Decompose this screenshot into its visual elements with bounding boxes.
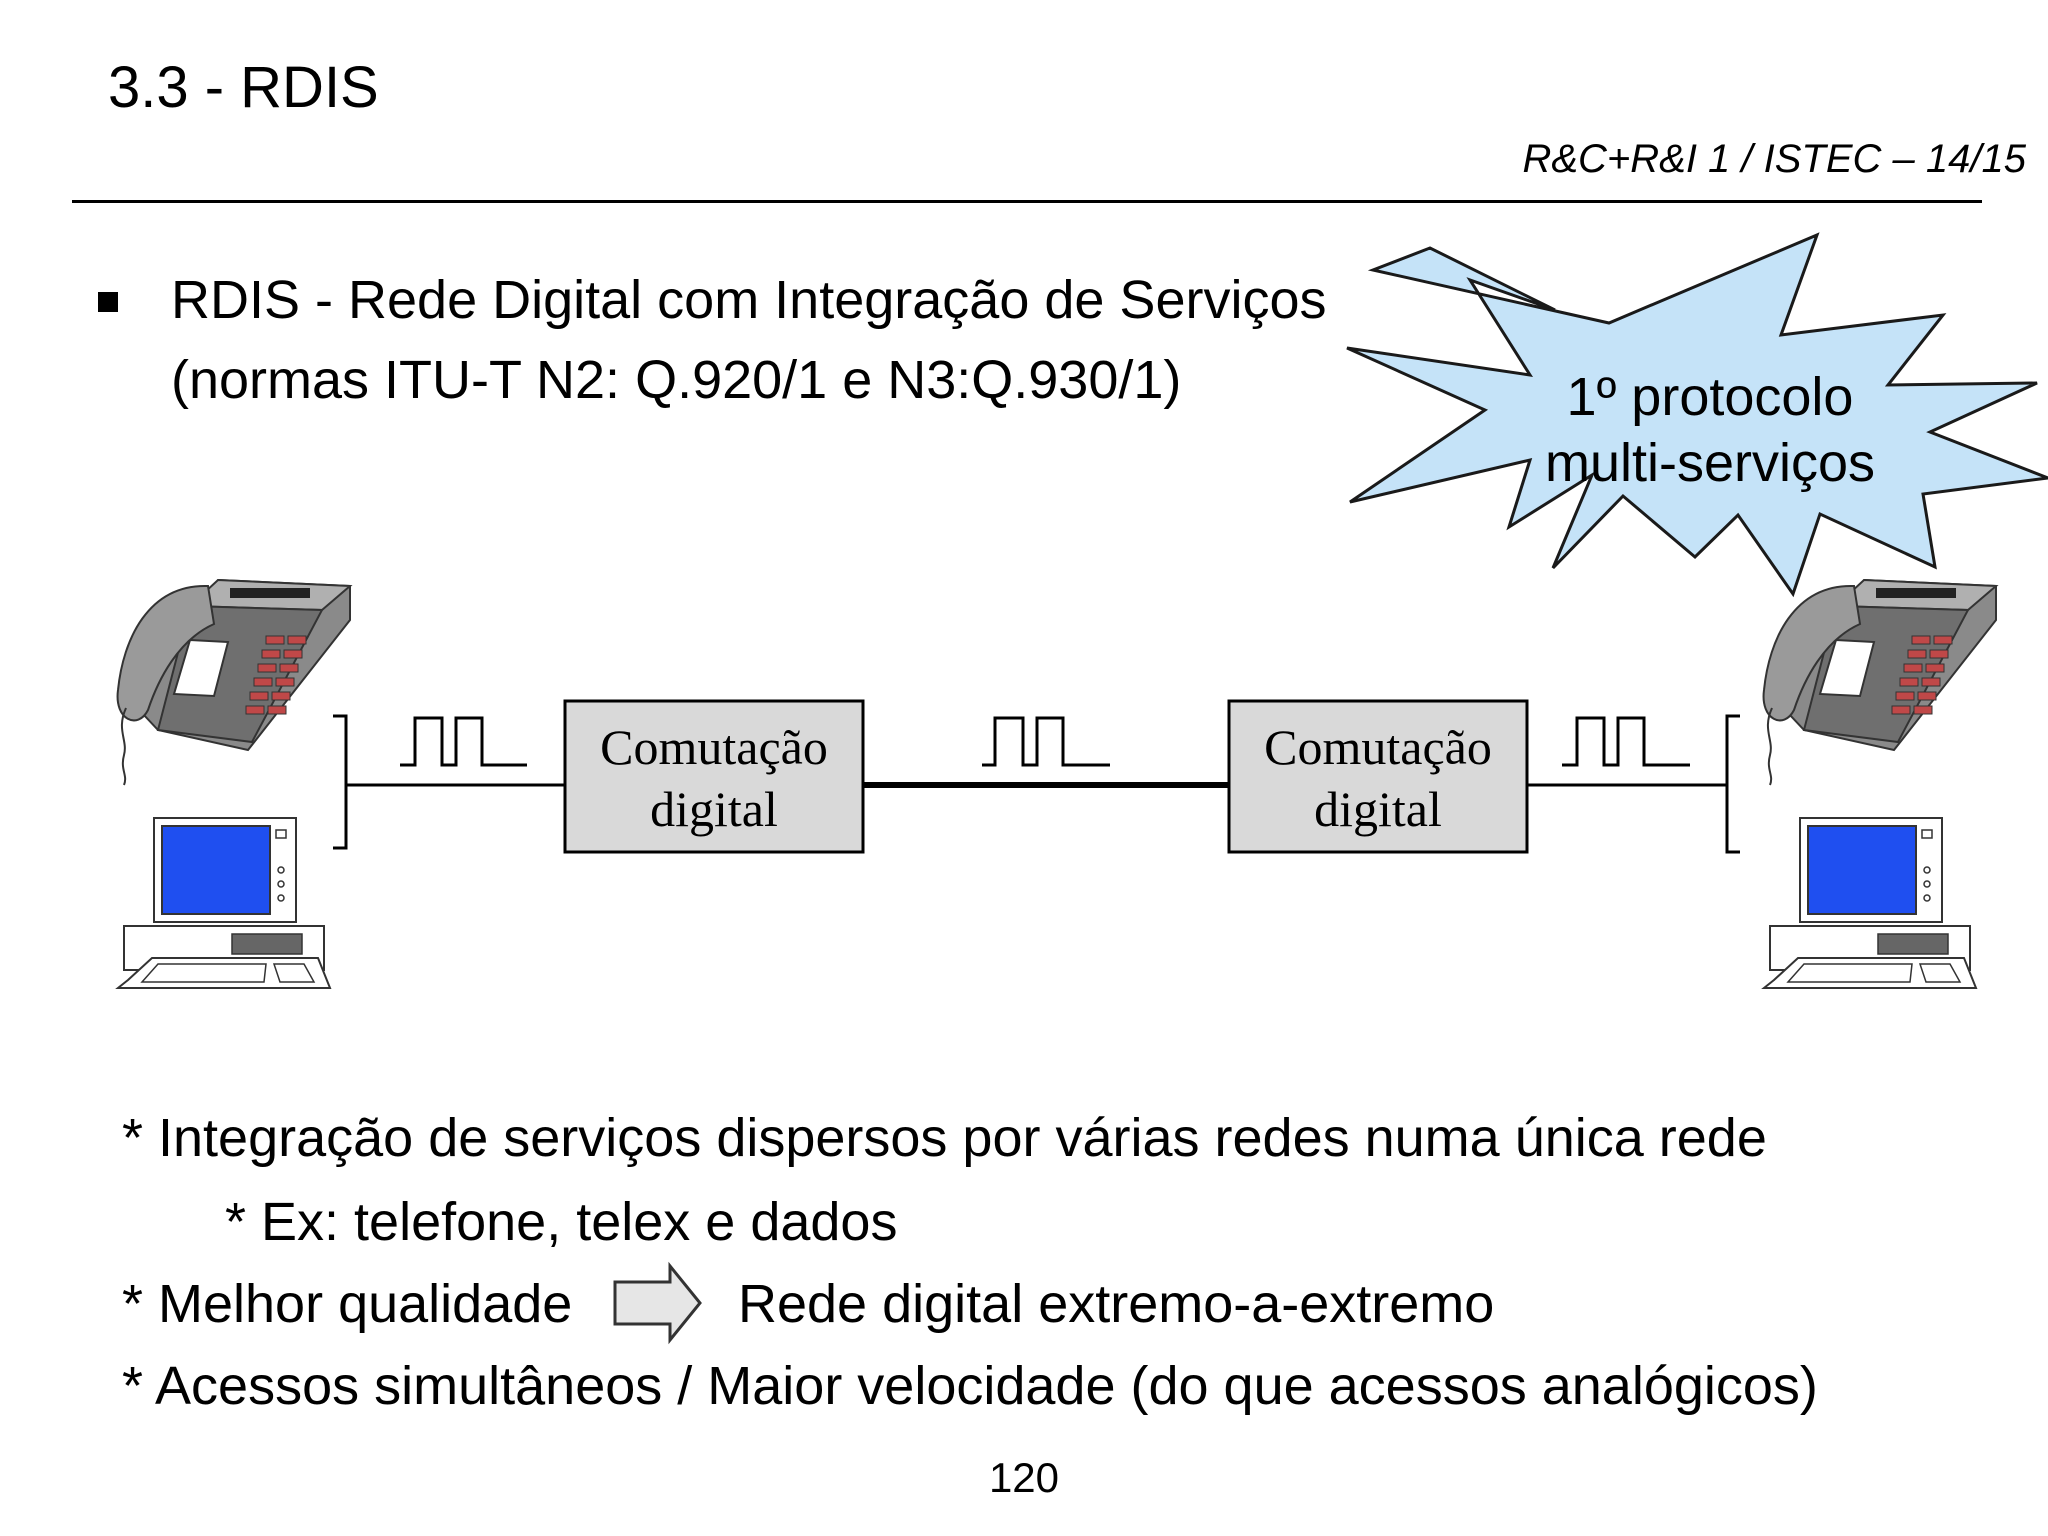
note-example: * Ex: telefone, telex e dados — [225, 1192, 898, 1252]
switch-left-line-2: digital — [650, 781, 778, 837]
computer-icon — [1761, 817, 1978, 989]
starburst-callout — [1346, 232, 2048, 598]
bullet-line-1: RDIS - Rede Digital com Integração de Se… — [171, 270, 1327, 330]
switch-left-line-1: Comutação — [600, 719, 828, 775]
note-end-to-end: Rede digital extremo-a-extremo — [738, 1274, 1495, 1334]
switch-box-left — [563, 699, 865, 854]
switch-box-right — [1227, 699, 1529, 854]
digital-signal-icon — [982, 716, 1110, 767]
switch-right-line-2: digital — [1314, 781, 1442, 837]
telephone-icon — [116, 578, 353, 786]
callout-line-1: 1º protocolo — [1566, 367, 1854, 427]
right-access-bracket — [1725, 714, 1740, 854]
callout-text: 1º protocolo multi-serviços — [1470, 364, 1950, 496]
switch-right-label: Comutação digital — [1230, 716, 1526, 840]
digital-signal-icon — [400, 716, 527, 767]
header-rule — [72, 200, 1982, 203]
note-integration: * Integração de serviços dispersos por v… — [122, 1108, 1767, 1168]
page-number: 120 — [988, 1454, 1060, 1501]
telephone-icon — [1762, 578, 1999, 786]
computer-icon — [115, 817, 332, 989]
digital-signal-icon — [1562, 716, 1690, 767]
right-arrow-icon — [613, 1261, 702, 1345]
switch-left-label: Comutação digital — [566, 716, 862, 840]
course-header: R&C+R&I 1 / ISTEC – 14/15 — [1522, 137, 2026, 181]
left-access-bracket — [333, 714, 348, 850]
note-access: * Acessos simultâneos / Maior velocidade… — [122, 1356, 1818, 1416]
bullet-line-2: (normas ITU-T N2: Q.920/1 e N3:Q.930/1) — [171, 350, 1182, 410]
callout-line-2: multi-serviços — [1544, 433, 1876, 493]
note-quality: * Melhor qualidade — [122, 1274, 573, 1334]
slide-title: 3.3 - RDIS — [108, 55, 379, 120]
switch-right-line-1: Comutação — [1264, 719, 1492, 775]
bullet-square-icon — [98, 292, 118, 312]
